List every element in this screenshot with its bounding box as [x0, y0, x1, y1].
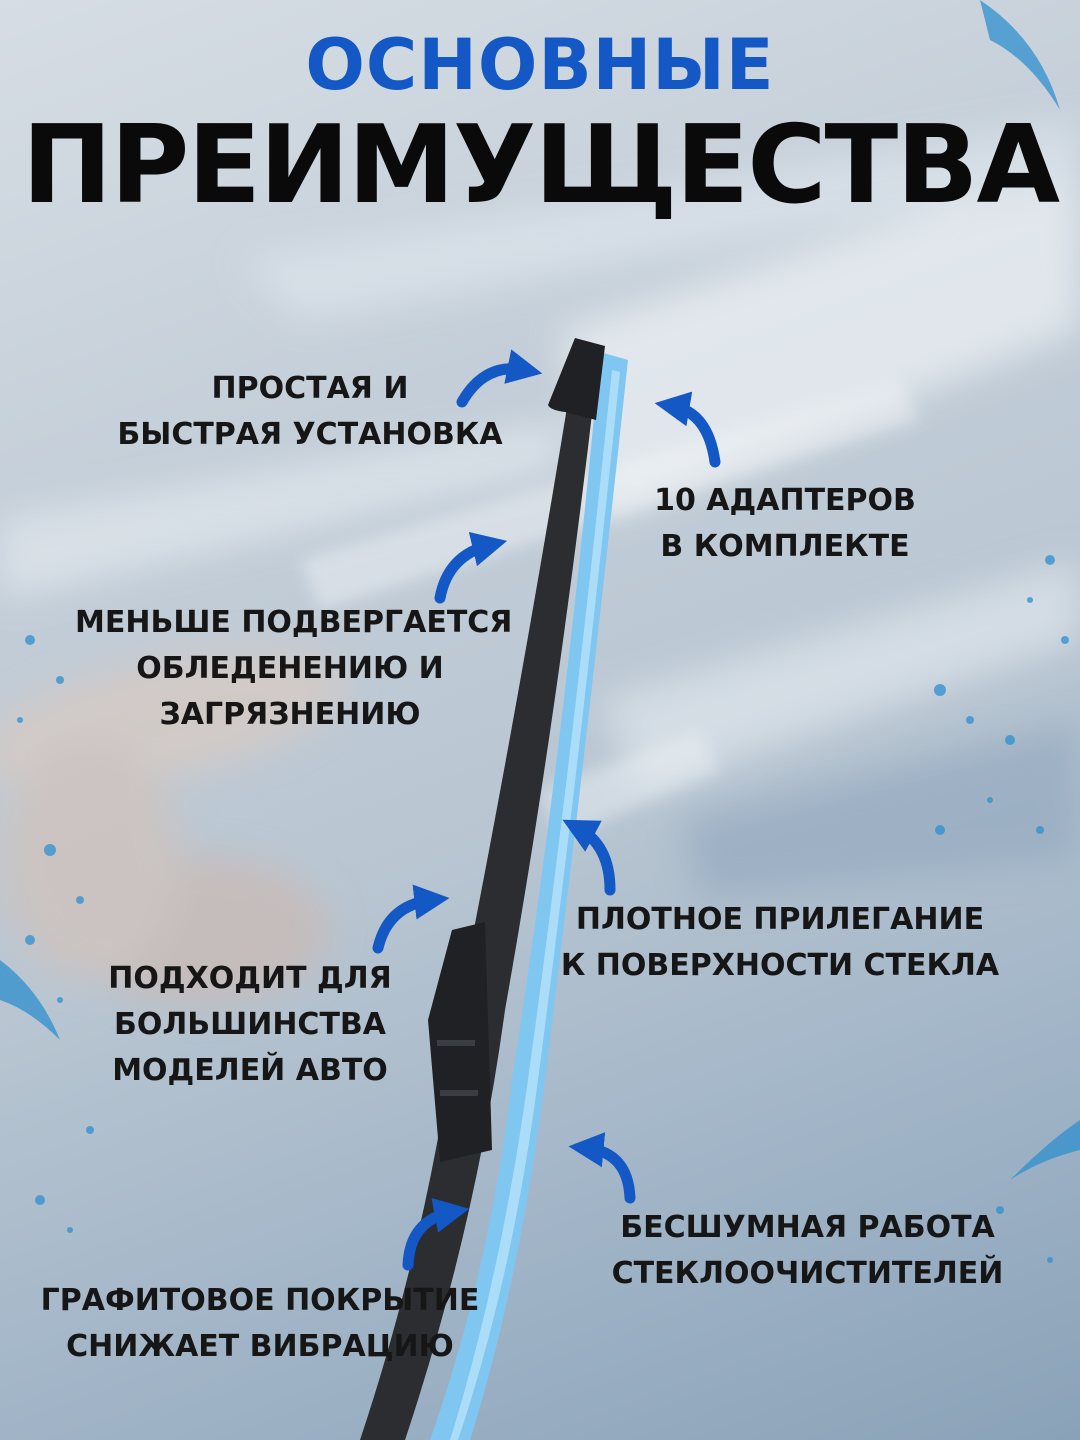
arrow-icon-4	[562, 819, 616, 896]
arrow-icon-2	[654, 391, 721, 468]
page-title-line1: ОСНОВНЫЕ	[305, 24, 775, 106]
arrow-icon-7	[402, 1198, 470, 1271]
blade-frame	[360, 340, 600, 1440]
arrow-icon-3	[434, 531, 508, 604]
page-title-line2: ПРЕИМУЩЕСТВА	[21, 103, 1060, 228]
arrow-icon-1	[456, 349, 543, 408]
arrow-icon-6	[568, 1132, 636, 1204]
arrow-icon-5	[372, 884, 450, 954]
blade-rubber-strip	[430, 352, 628, 1440]
water-splash-decor	[0, 0, 1080, 1263]
blade-end-cap	[548, 338, 605, 420]
arrow-icons	[372, 349, 721, 1271]
